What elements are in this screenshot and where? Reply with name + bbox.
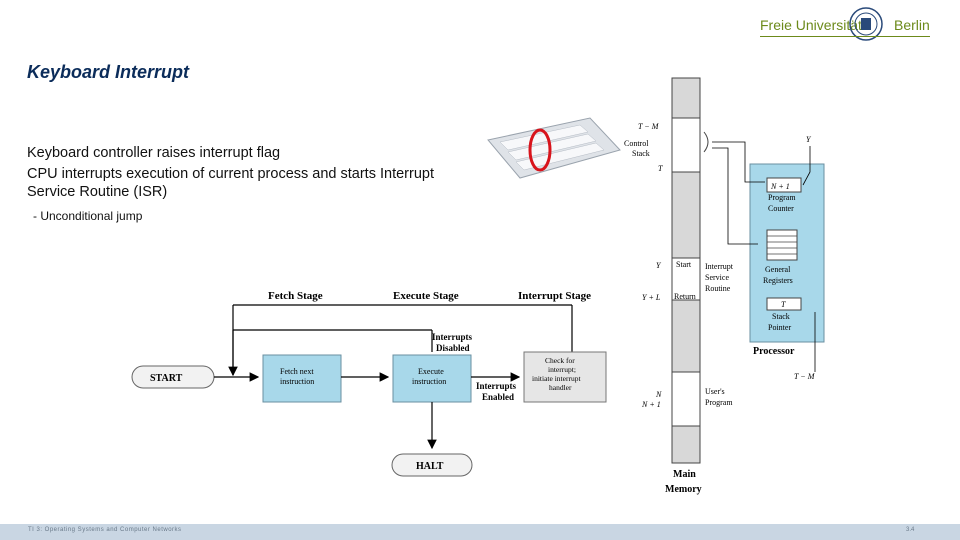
main-memory-label-2: Memory <box>665 484 702 495</box>
fetch-box <box>262 354 342 403</box>
general-registers-1: General <box>765 265 791 274</box>
halt-terminal <box>391 453 473 477</box>
control-stack-2: Stack <box>632 149 650 158</box>
label-t-minus-m: T − M <box>638 122 660 131</box>
execute-box-2: instruction <box>412 377 446 386</box>
footer-bar <box>0 524 960 540</box>
user-program-region <box>671 371 701 427</box>
slide-title: Keyboard Interrupt <box>27 62 190 82</box>
isr-label-2: Service <box>705 273 729 282</box>
stack-pointer-2: Pointer <box>768 323 791 332</box>
interrupts-enabled-2: Enabled <box>482 392 514 402</box>
label-y-plus-l: Y + L <box>642 293 661 302</box>
arrow-stack-to-pc <box>712 141 765 183</box>
users-program-2: Program <box>705 398 733 407</box>
logo-text-left: Freie Universität <box>760 17 862 33</box>
bullet-2-continued: Service Routine (ISR) <box>27 184 168 200</box>
instruction-cycle-flowchart: Fetch Stage Execute Stage Interrupt Stag… <box>131 290 607 477</box>
execute-box-1: Execute <box>418 367 444 376</box>
program-counter-register <box>766 177 802 193</box>
halt-label: HALT <box>416 461 444 472</box>
users-program-1: User's <box>705 387 725 396</box>
interrupts-disabled-2: Disabled <box>436 343 470 353</box>
seal-icon <box>849 7 883 41</box>
check-box-1: Check for <box>545 356 575 365</box>
university-logo: Freie Universität Berlin <box>760 6 930 42</box>
program-counter-2: Counter <box>768 204 794 213</box>
isr-start: Start <box>676 260 692 269</box>
interrupts-disabled-1: Interrupts <box>432 332 472 342</box>
footer-page-number: 3.4 <box>906 527 915 533</box>
general-registers-block <box>766 229 798 261</box>
stack-pointer-1: Stack <box>772 312 790 321</box>
general-registers-2: Registers <box>763 276 793 285</box>
check-box <box>523 351 607 403</box>
isr-label-3: Routine <box>705 284 731 293</box>
program-counter-value: N + 1 <box>770 182 790 191</box>
label-y-top: Y <box>806 135 812 144</box>
interrupts-enabled-1: Interrupts <box>476 381 516 391</box>
fetch-box-2: instruction <box>280 377 314 386</box>
stack-pointer-register <box>766 297 802 311</box>
execute-stage-label: Execute Stage <box>393 290 459 302</box>
bullet-1: Keyboard controller raises interrupt fla… <box>27 145 281 161</box>
execute-box <box>392 354 472 403</box>
program-counter-1: Program <box>768 193 796 202</box>
interrupt-stage-label: Interrupt Stage <box>518 290 591 302</box>
start-label: START <box>150 373 183 384</box>
processor-label: Processor <box>753 346 795 357</box>
stack-pointer-value: T <box>781 300 786 309</box>
check-box-3: initiate interrupt <box>532 374 581 383</box>
label-n: N <box>655 390 662 399</box>
footer-course: TI 3: Operating Systems and Computer Net… <box>28 527 182 533</box>
control-stack-1: Control <box>624 139 649 148</box>
label-t-minus-m-bottom: T − M <box>794 372 816 381</box>
label-y: Y <box>656 261 662 270</box>
keyboard-image <box>487 117 621 179</box>
memory-diagram: Start Return T − M T Y Y + L N N + 1 Con… <box>624 77 825 495</box>
control-stack-brace <box>703 131 709 153</box>
fetch-box-1: Fetch next <box>280 367 314 376</box>
logo-text-right: Berlin <box>894 17 930 33</box>
fetch-stage-label: Fetch Stage <box>268 290 323 302</box>
label-n-plus-1: N + 1 <box>641 400 661 409</box>
isr-label-1: Interrupt <box>705 262 734 271</box>
sub-bullet: - Unconditional jump <box>33 209 143 223</box>
arrow-registers-to-stack <box>712 147 758 245</box>
label-t: T <box>658 164 663 173</box>
logo-underline <box>760 36 930 37</box>
arrow-y-to-pc <box>802 146 811 186</box>
check-box-2: interrupt; <box>548 365 576 374</box>
isr-region <box>671 257 701 301</box>
check-box-4: handler <box>549 383 572 392</box>
highlight-circle <box>528 128 552 172</box>
isr-return: Return <box>674 292 696 301</box>
main-memory-label-1: Main <box>673 469 696 480</box>
bullet-2: CPU interrupts execution of current proc… <box>27 166 434 182</box>
control-stack-region <box>671 117 701 173</box>
